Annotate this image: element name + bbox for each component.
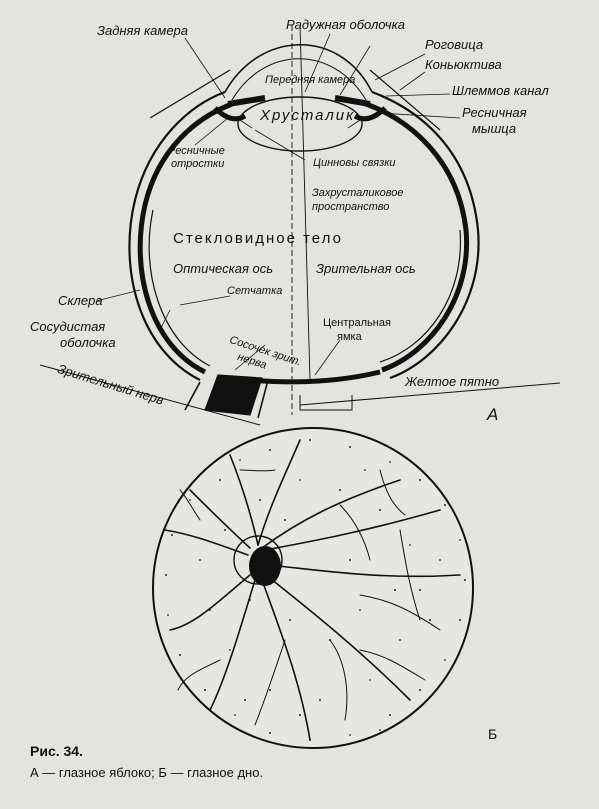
label-ciliary-muscle-1: Ресничная — [462, 105, 527, 120]
choroid-left — [137, 101, 233, 375]
macula-line — [299, 382, 561, 406]
label-panel-a: А — [487, 405, 499, 424]
label-vitreous-body: Стекловидное тело — [173, 230, 343, 247]
label-fovea-2: ямка — [337, 331, 362, 343]
retina-left — [148, 209, 211, 367]
label-panel-b: Б — [488, 726, 498, 742]
label-ciliary-processes-2: отростки — [171, 158, 225, 170]
visual-axis-line — [299, 24, 311, 381]
zonular-right — [347, 119, 361, 129]
label-zonular-fibers: Цинновы связки — [313, 157, 396, 169]
fundus-speckles — [165, 439, 466, 741]
optic-nerve-sheath — [184, 381, 201, 411]
conjunctiva-left — [149, 69, 231, 119]
leader-lines — [95, 33, 461, 376]
choroid-right — [365, 101, 470, 373]
iris-right — [334, 95, 371, 107]
label-sclera: Склера — [58, 293, 103, 308]
label-retrolental-space-1: Захрусталиковое — [312, 187, 404, 199]
figure-caption-text: А — глазное яблоко; Б — глазное дно. — [30, 765, 264, 780]
label-ciliary-muscle-2: мышца — [472, 121, 517, 136]
retina-right — [379, 229, 462, 363]
label-visual-axis: Зрительная ось — [316, 261, 416, 276]
optic-disc-cup — [249, 546, 281, 586]
label-choroid-1: Сосудистая — [30, 319, 106, 334]
figure-caption-title: Рис. 34. — [30, 743, 83, 759]
iris-left — [227, 95, 266, 107]
label-macula: Желтое пятно — [405, 374, 500, 389]
label-retina: Сетчатка — [227, 285, 283, 297]
label-optic-axis: Оптическая ось — [173, 261, 274, 276]
label-anterior-chamber: Передняя камера — [265, 74, 356, 86]
label-lens: Хрусталик — [260, 107, 356, 124]
cornea-inner — [231, 58, 367, 101]
sclera-outline — [128, 90, 226, 381]
eyeball-drawing — [39, 24, 561, 426]
label-cornea: Роговица — [425, 37, 484, 52]
label-conjunctiva: Коньюктива — [425, 57, 502, 72]
label-posterior-chamber: Задняя камера — [97, 23, 189, 38]
label-schlemm-canal: Шлеммов канал — [452, 83, 549, 98]
fundus-drawing — [152, 427, 474, 749]
zonular-left — [239, 119, 253, 129]
sclera-outline-right — [371, 90, 480, 380]
conjunctiva-right — [369, 69, 441, 131]
fundus-circle — [152, 427, 474, 749]
panel-a-line — [39, 364, 261, 426]
label-fovea-1: Центральная — [323, 317, 391, 329]
ciliary-right — [353, 106, 387, 122]
label-iris: Радужная оболочка — [286, 17, 406, 32]
optic-nerve-sheath-2 — [257, 379, 269, 419]
label-choroid-2: оболочка — [60, 335, 116, 350]
label-ciliary-processes-1: Ресничные — [168, 145, 225, 157]
macula-bracket — [299, 395, 353, 411]
cornea-arc — [224, 44, 373, 93]
lens-shape — [237, 96, 363, 152]
label-retrolental-space-2: пространство — [312, 201, 390, 213]
optic-nerve-body — [204, 374, 263, 416]
retinal-vessels — [164, 439, 461, 741]
ciliary-left — [213, 106, 247, 122]
